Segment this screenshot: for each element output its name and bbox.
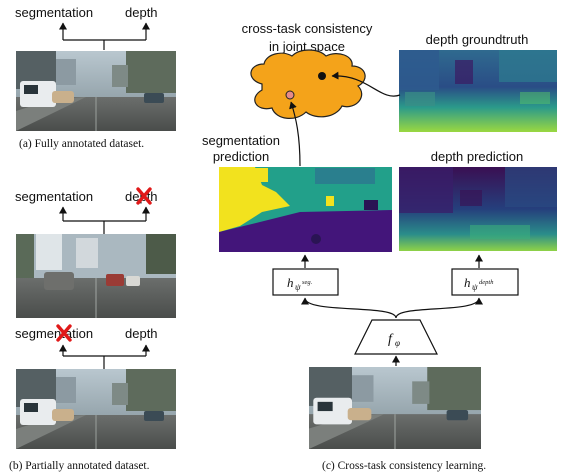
panel-a-segmentation-label: segmentation	[15, 5, 93, 20]
depth-groundtruth-label: depth groundtruth	[426, 32, 529, 47]
seg-to-cloud-arrow	[289, 101, 301, 167]
seg-head-sup: seg.	[302, 279, 313, 286]
panel-b-street-image-top	[15, 233, 177, 319]
panel-a-depth-label: depth	[125, 5, 158, 20]
panel-b: segmentation depth segmentation depth (b…	[9, 187, 177, 472]
panel-b-street-image-bottom	[15, 368, 177, 450]
seg-prediction-label-line1: segmentation	[202, 133, 280, 148]
seg-prediction-label-line2: prediction	[213, 149, 269, 164]
panel-b-bottom-depth-label: depth	[125, 326, 158, 341]
segmentation-prediction-map	[219, 167, 392, 252]
panel-c-caption: (c) Cross-task consistency learning.	[322, 460, 486, 472]
depth-groundtruth-map	[399, 50, 557, 132]
depth-prediction-label: depth prediction	[431, 149, 524, 164]
cross-icon	[56, 324, 72, 342]
seg-embedding-point	[285, 90, 295, 100]
seg-head-base: h	[287, 275, 294, 290]
cloud-label-line2: in joint space	[269, 39, 345, 54]
encoder-base: f	[388, 332, 394, 347]
joint-space-cloud	[250, 49, 366, 119]
panel-b-caption: (b) Partially annotated dataset.	[9, 460, 150, 472]
panel-c: cross-task consistency in joint space de…	[202, 21, 557, 472]
panel-a-caption: (a) Fully annotated dataset.	[19, 138, 144, 150]
cross-icon	[136, 187, 152, 205]
encoder-to-seg-head-arrow	[301, 297, 397, 319]
panel-a: segmentation depth (a) Fully annotated d…	[15, 5, 177, 150]
panel-c-street-image	[308, 366, 482, 450]
panel-b-top-segmentation-label: segmentation	[15, 189, 93, 204]
depth-prediction-map	[399, 167, 557, 251]
depth-embedding-point	[318, 72, 326, 80]
depth-head-sub: ψ	[472, 282, 478, 292]
panel-b-bottom-segmentation-label: segmentation	[15, 326, 93, 341]
encoder-sub: φ	[395, 338, 400, 348]
depth-head-base: h	[464, 275, 471, 290]
seg-head-sub: ψ	[295, 282, 301, 292]
shared-encoder	[354, 319, 438, 355]
segmentation-head	[272, 268, 339, 296]
panel-a-street-image	[15, 50, 177, 132]
encoder-to-depth-head-arrow	[395, 297, 483, 319]
depth-head-sup: depth	[479, 279, 493, 286]
gt-to-cloud-arrow	[331, 71, 401, 97]
depth-head	[451, 268, 519, 296]
cloud-label-line1: cross-task consistency	[242, 21, 373, 36]
